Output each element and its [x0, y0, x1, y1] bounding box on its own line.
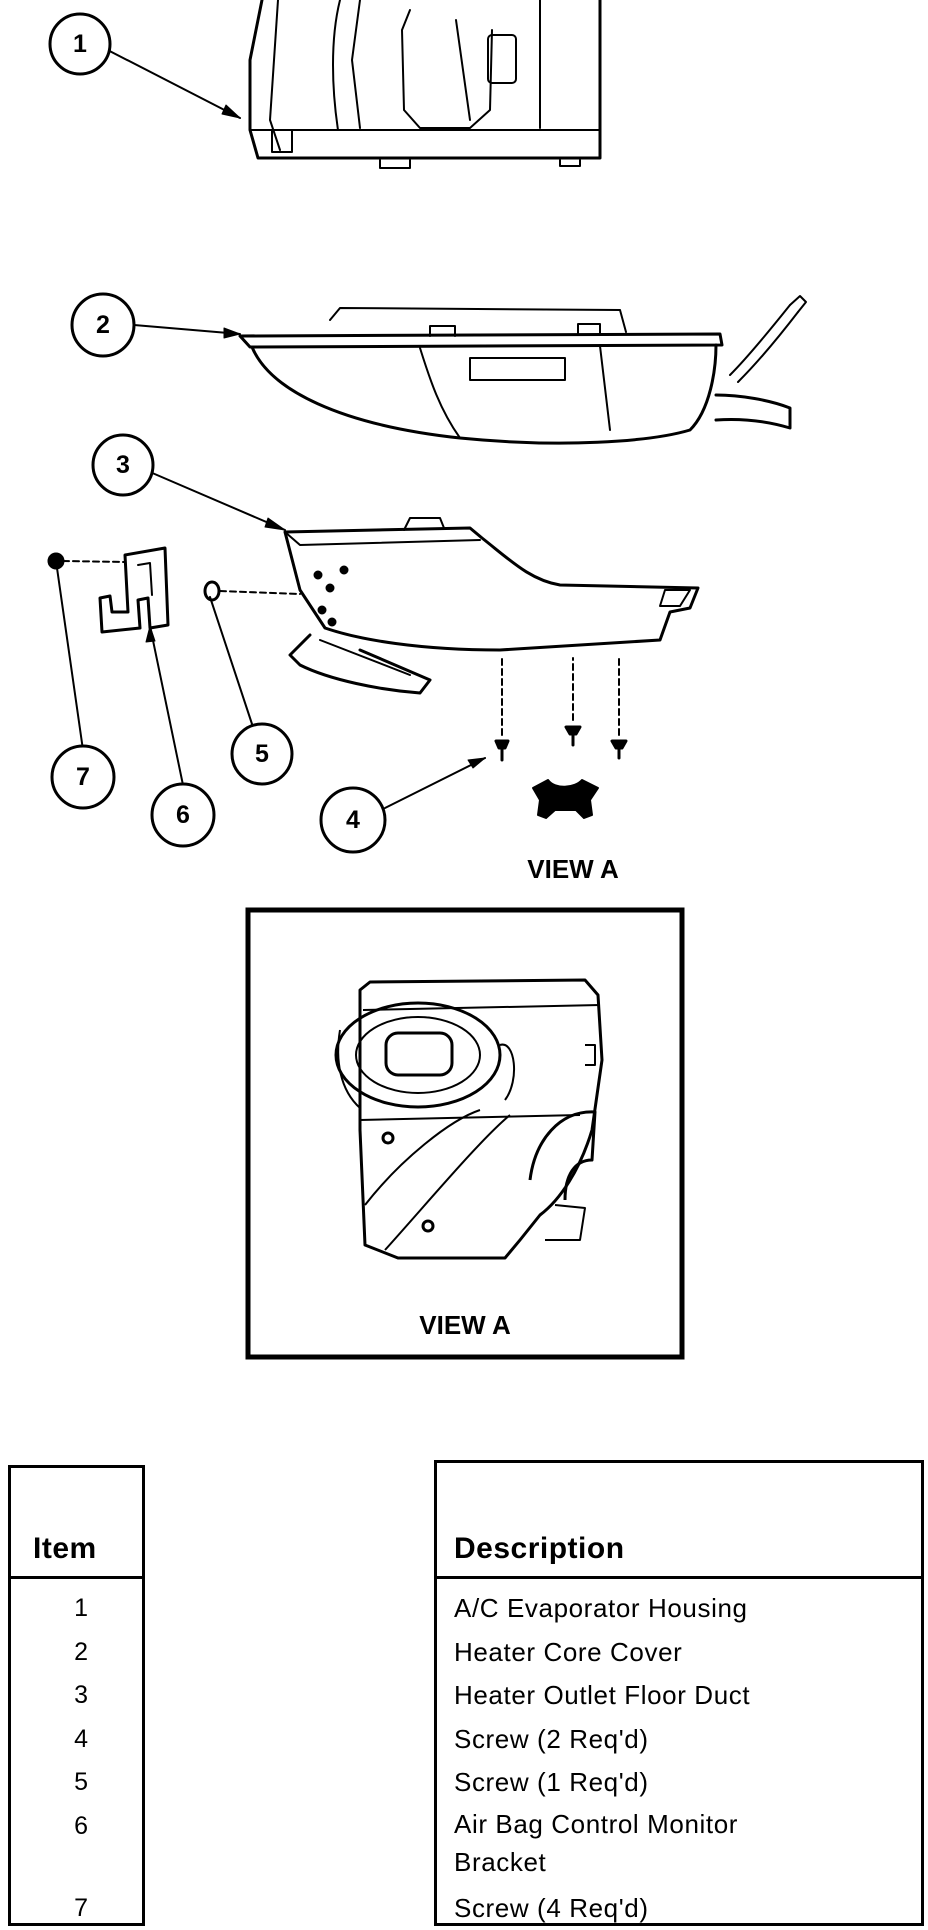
table-row: Air Bag Control Monitor Bracket: [437, 1805, 814, 1887]
callout-number: 1: [73, 30, 87, 58]
table-row: 6: [11, 1805, 142, 1887]
leader-line-7: [57, 568, 83, 750]
leader-line-3: [150, 472, 285, 530]
callout-number: 7: [76, 763, 90, 791]
description-table: Description A/C Evaporator Housing Heate…: [434, 1460, 924, 1926]
table-row: 3: [11, 1674, 142, 1718]
part-ac-evaporator-housing: [250, 0, 600, 168]
table-row: Screw (2 Req'd): [437, 1718, 921, 1762]
view-a-inset: VIEW A: [248, 910, 682, 1357]
table-row: 5: [11, 1761, 142, 1805]
table-row: A/C Evaporator Housing: [437, 1587, 921, 1631]
item-table: Item 1 2 3 4 5 6 7: [8, 1465, 145, 1926]
screw-5: [205, 582, 300, 600]
leader-line-1: [96, 44, 240, 118]
part-heater-core-cover: [240, 296, 806, 443]
callout-number: 3: [116, 451, 130, 479]
description-header: Description: [454, 1532, 625, 1566]
view-a-label: VIEW A: [527, 854, 619, 884]
view-a-inset-label: VIEW A: [419, 1310, 511, 1340]
part-heater-outlet-floor-duct: [285, 518, 698, 693]
part-air-bag-bracket: [100, 548, 168, 632]
callout-number: 6: [176, 801, 190, 829]
exploded-diagram: 1 2 3 4 5 6 7 VIEW A VIEW A: [0, 0, 928, 1450]
item-header: Item: [33, 1532, 97, 1566]
table-row: Heater Core Cover: [437, 1631, 921, 1675]
table-row: 2: [11, 1631, 142, 1675]
callout-number: 2: [96, 311, 110, 339]
leader-line-5: [210, 597, 252, 724]
table-row: Screw (4 Req'd): [437, 1887, 921, 1930]
table-row: 4: [11, 1718, 142, 1762]
screw-4-c: [612, 656, 626, 758]
table-row: 1: [11, 1587, 142, 1631]
leader-line-6: [150, 626, 183, 785]
description-header-cell: Description: [437, 1463, 921, 1579]
item-rows: 1 2 3 4 5 6 7: [11, 1579, 142, 1930]
description-rows: A/C Evaporator Housing Heater Core Cover…: [437, 1579, 921, 1930]
view-a-arrow-icon: [533, 780, 598, 818]
table-row: Screw (1 Req'd): [437, 1761, 921, 1805]
table-row: Heater Outlet Floor Duct: [437, 1674, 921, 1718]
table-row: 7: [11, 1887, 142, 1930]
screw-4-a: [496, 655, 508, 760]
callout-number: 5: [255, 740, 269, 768]
callout-number: 4: [346, 806, 360, 834]
leader-line-4: [385, 758, 485, 808]
screw-7: [49, 554, 125, 568]
screw-4-b: [566, 658, 580, 745]
item-header-cell: Item: [11, 1468, 142, 1579]
